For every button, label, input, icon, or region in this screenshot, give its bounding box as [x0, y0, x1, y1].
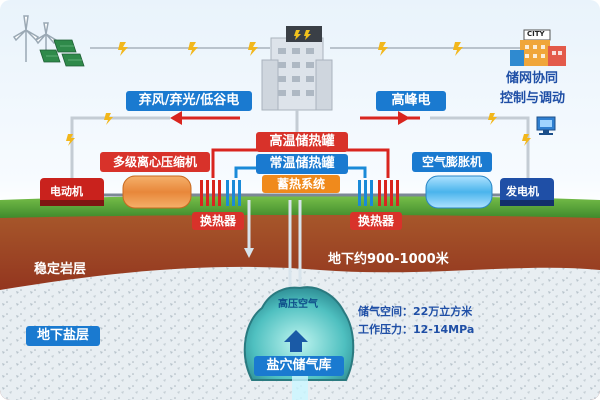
generator-label: 发电机 [506, 185, 539, 198]
stable-rock-label: 稳定岩层 [34, 262, 87, 277]
grid-control-label-line1: 储网协同 [506, 71, 559, 86]
cavern-label: 盐穴储气库 [254, 356, 344, 376]
heat-storage-label: 蓄热系统 [262, 175, 340, 193]
air-down-arrow [244, 248, 254, 258]
high-temp-tank-label: 高温储热罐 [256, 132, 348, 152]
generator [500, 178, 554, 206]
lightning-icon [118, 42, 463, 56]
depth-label: 地下约900-1000米 [328, 252, 449, 267]
high-pressure-air-label: 高压空气 [278, 299, 318, 310]
electric-circuit [70, 110, 530, 178]
solar-panel-icon [39, 39, 85, 67]
city-icon [510, 29, 566, 66]
city-label: CITY [527, 30, 545, 38]
gas-space-spec: 储气空间：22万立方米 [358, 305, 473, 318]
building-icon [261, 26, 333, 111]
compressor-label: 多级离心压缩机 [100, 152, 210, 172]
heat-exchanger-left-label: 换热器 [192, 212, 244, 230]
motor [40, 178, 104, 206]
air-pipe [247, 200, 302, 290]
motor-label: 电动机 [50, 185, 83, 198]
compressor-tank [122, 175, 192, 209]
expander-label: 空气膨胀机 [412, 152, 492, 172]
salt-layer-label: 地下盐层 [26, 326, 100, 346]
computer-monitor-icon [536, 116, 556, 135]
expander-tank [425, 175, 493, 209]
heat-exchanger-right-label: 换热器 [350, 212, 402, 230]
heat-exchanger-left-fins [200, 180, 241, 206]
grid-control-label-line2: 控制与调动 [500, 91, 566, 106]
renewable-power-banner: 弃风/弃光/低谷电 [126, 91, 252, 111]
lightning-icon [66, 113, 531, 146]
normal-temp-tank-label: 常温储热罐 [256, 154, 348, 174]
peak-power-banner: 高峰电 [376, 91, 446, 111]
work-pressure-spec: 工作压力：12-14MPa [358, 323, 475, 336]
wind-turbine-icon [12, 15, 58, 62]
cavern-beam [292, 376, 308, 400]
flow-arrow [170, 111, 420, 125]
heat-exchanger-right-fins [358, 180, 399, 206]
